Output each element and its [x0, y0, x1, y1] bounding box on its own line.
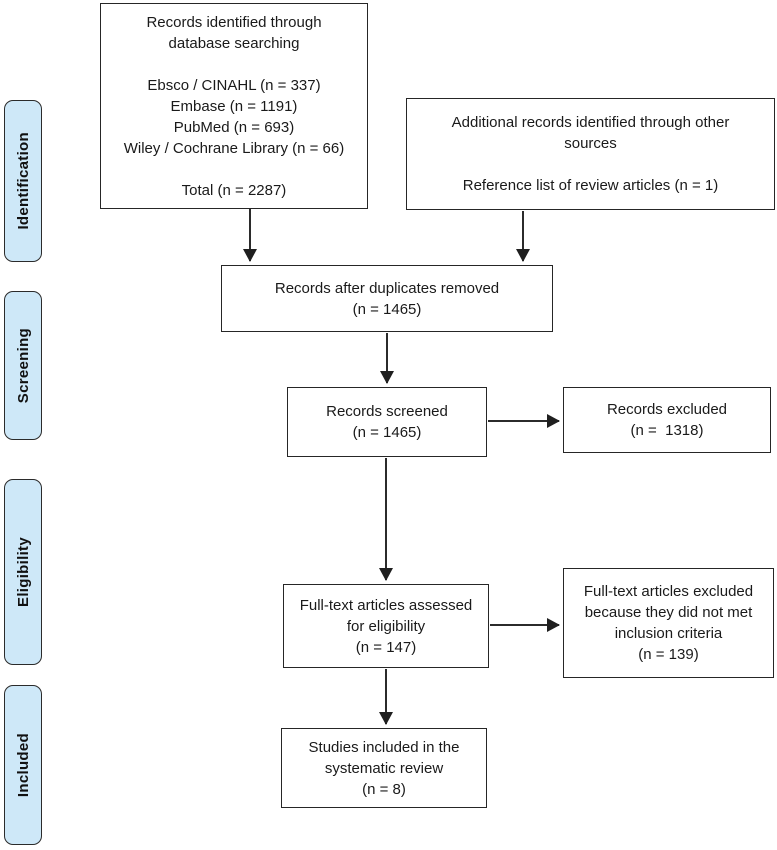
box-after-duplicates: Records after duplicates removed (n = 14…: [221, 265, 553, 332]
stage-screening: Screening: [4, 291, 42, 440]
box-fulltext-excluded: Full-text articles excluded because they…: [563, 568, 774, 678]
stage-included-label: Included: [14, 732, 32, 798]
box-fulltext-excluded-text: Full-text articles excluded because they…: [583, 583, 754, 663]
box-database-search: Records identified through database sear…: [100, 3, 368, 209]
stage-eligibility: Eligibility: [4, 479, 42, 665]
stage-screening-label: Screening: [14, 327, 32, 404]
box-fulltext-assessed-text: Full-text articles assessed for eligibil…: [299, 596, 473, 656]
box-after-duplicates-text: Records after duplicates removed (n = 14…: [274, 279, 500, 318]
box-database-search-text: Records identified through database sear…: [123, 13, 345, 199]
stage-eligibility-label: Eligibility: [14, 537, 32, 607]
box-fulltext-assessed: Full-text articles assessed for eligibil…: [283, 584, 489, 668]
box-other-sources-text: Additional records identified through ot…: [451, 114, 730, 194]
stage-identification-label: Identification: [14, 132, 32, 230]
box-studies-included: Studies included in the systematic revie…: [281, 728, 487, 808]
box-other-sources: Additional records identified through ot…: [406, 98, 775, 210]
box-records-screened: Records screened (n = 1465): [287, 387, 487, 457]
stage-identification: Identification: [4, 100, 42, 262]
box-records-excluded: Records excluded (n = 1318): [563, 387, 771, 453]
box-studies-included-text: Studies included in the systematic revie…: [308, 738, 460, 798]
box-records-excluded-text: Records excluded (n = 1318): [606, 401, 728, 439]
stage-included: Included: [4, 685, 42, 845]
box-records-screened-text: Records screened (n = 1465): [326, 403, 448, 441]
